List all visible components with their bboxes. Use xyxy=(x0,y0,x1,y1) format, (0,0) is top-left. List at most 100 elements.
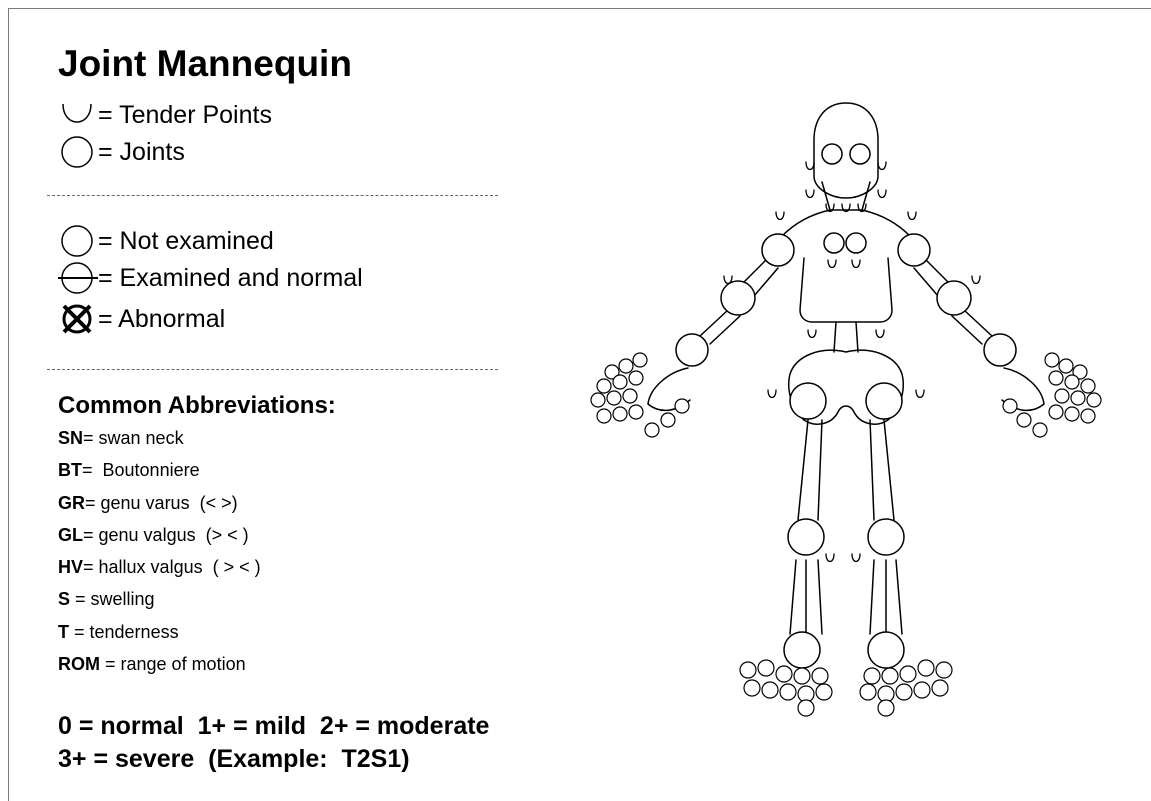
femur-right xyxy=(870,420,894,520)
finger-joint[interactable] xyxy=(629,405,643,419)
finger-joint[interactable] xyxy=(1033,423,1047,437)
tender-point[interactable] xyxy=(806,162,814,170)
finger-joint[interactable] xyxy=(1049,405,1063,419)
tender-point[interactable] xyxy=(852,554,860,562)
finger-joint[interactable] xyxy=(629,371,643,385)
joint-knee-right[interactable] xyxy=(868,519,904,555)
legend-tender-points: = Tender Points xyxy=(58,98,272,132)
finger-joint[interactable] xyxy=(675,399,689,413)
abbreviation-code: S xyxy=(58,589,70,609)
toe-joint[interactable] xyxy=(794,668,810,684)
toe-joint[interactable] xyxy=(896,684,912,700)
toe-joint[interactable] xyxy=(864,668,880,684)
toe-joint[interactable] xyxy=(914,682,930,698)
finger-joint[interactable] xyxy=(613,407,627,421)
tender-point[interactable] xyxy=(876,330,884,338)
finger-joint[interactable] xyxy=(661,413,675,427)
toe-joint[interactable] xyxy=(762,682,778,698)
finger-joint[interactable] xyxy=(613,375,627,389)
joint-sternoclavicular-right[interactable] xyxy=(846,233,866,253)
tender-point[interactable] xyxy=(776,212,784,220)
joint-hip-left[interactable] xyxy=(790,383,826,419)
finger-joint[interactable] xyxy=(1087,393,1101,407)
circle-with-x-icon xyxy=(58,302,98,336)
joint-circle-icon xyxy=(58,135,98,169)
finger-joint[interactable] xyxy=(1059,359,1073,373)
toe-joint[interactable] xyxy=(882,668,898,684)
toe-joint[interactable] xyxy=(878,700,894,716)
toe-joint[interactable] xyxy=(780,684,796,700)
finger-joint[interactable] xyxy=(633,353,647,367)
toe-joint[interactable] xyxy=(776,666,792,682)
toe-joint[interactable] xyxy=(918,660,934,676)
abbreviation-code: GL xyxy=(58,525,83,545)
abbreviation-code: T xyxy=(58,622,69,642)
tender-point[interactable] xyxy=(916,390,924,398)
abbreviation-text: = genu valgus (> < ) xyxy=(83,525,249,545)
toe-joint[interactable] xyxy=(798,700,814,716)
tender-point[interactable] xyxy=(972,276,980,284)
finger-joint[interactable] xyxy=(619,359,633,373)
abbreviation-item: HV= hallux valgus ( > < ) xyxy=(58,555,261,587)
joint-jaw-left[interactable] xyxy=(822,144,842,164)
tender-point[interactable] xyxy=(852,260,860,268)
finger-joint[interactable] xyxy=(1003,399,1017,413)
finger-joint[interactable] xyxy=(597,379,611,393)
tender-point[interactable] xyxy=(908,212,916,220)
joint-hip-right[interactable] xyxy=(866,383,902,419)
tender-point[interactable] xyxy=(828,260,836,268)
divider xyxy=(47,195,498,196)
tender-point[interactable] xyxy=(878,190,886,198)
finger-joint[interactable] xyxy=(1081,379,1095,393)
abbreviation-item: SN= swan neck xyxy=(58,426,261,458)
tender-point[interactable] xyxy=(808,330,816,338)
legend-joints: = Joints xyxy=(58,135,185,169)
legend-not-examined: = Not examined xyxy=(58,224,274,258)
tender-point-markers xyxy=(724,162,980,562)
finger-joint[interactable] xyxy=(591,393,605,407)
finger-joint[interactable] xyxy=(1049,371,1063,385)
joint-elbow-right[interactable] xyxy=(937,281,971,315)
finger-joint[interactable] xyxy=(1045,353,1059,367)
toe-joint[interactable] xyxy=(932,680,948,696)
joint-shoulder-right[interactable] xyxy=(898,234,930,266)
toe-joint[interactable] xyxy=(812,668,828,684)
finger-joint[interactable] xyxy=(1055,389,1069,403)
joint-jaw-right[interactable] xyxy=(850,144,870,164)
finger-joint[interactable] xyxy=(645,423,659,437)
tender-point[interactable] xyxy=(724,276,732,284)
abbreviation-item: ROM = range of motion xyxy=(58,652,261,684)
toe-joint[interactable] xyxy=(758,660,774,676)
tender-point[interactable] xyxy=(878,162,886,170)
finger-joint[interactable] xyxy=(597,409,611,423)
tender-point[interactable] xyxy=(806,190,814,198)
joint-wrist-left[interactable] xyxy=(676,334,708,366)
tender-point[interactable] xyxy=(768,390,776,398)
legend-label: = Not examined xyxy=(98,227,274,256)
toe-joint[interactable] xyxy=(816,684,832,700)
toe-joint[interactable] xyxy=(936,662,952,678)
finger-joint[interactable] xyxy=(607,391,621,405)
finger-joint[interactable] xyxy=(1071,391,1085,405)
joint-knee-left[interactable] xyxy=(788,519,824,555)
abbreviation-code: SN xyxy=(58,428,83,448)
abbreviation-text: = Boutonniere xyxy=(82,460,200,480)
abbreviation-code: ROM xyxy=(58,654,100,674)
finger-joint[interactable] xyxy=(1017,413,1031,427)
joint-ankle-left[interactable] xyxy=(784,632,820,668)
finger-joint[interactable] xyxy=(623,389,637,403)
joint-sternoclavicular-left[interactable] xyxy=(824,233,844,253)
joint-ankle-right[interactable] xyxy=(868,632,904,668)
toe-joint[interactable] xyxy=(900,666,916,682)
toe-joint[interactable] xyxy=(860,684,876,700)
finger-joint[interactable] xyxy=(1065,407,1079,421)
toe-joint[interactable] xyxy=(744,680,760,696)
joint-elbow-left[interactable] xyxy=(721,281,755,315)
toe-joint[interactable] xyxy=(740,662,756,678)
tender-point[interactable] xyxy=(826,554,834,562)
finger-joint[interactable] xyxy=(1065,375,1079,389)
joint-shoulder-left[interactable] xyxy=(762,234,794,266)
finger-joint[interactable] xyxy=(1081,409,1095,423)
joint-wrist-right[interactable] xyxy=(984,334,1016,366)
shoulder-girdle-right xyxy=(862,210,910,236)
